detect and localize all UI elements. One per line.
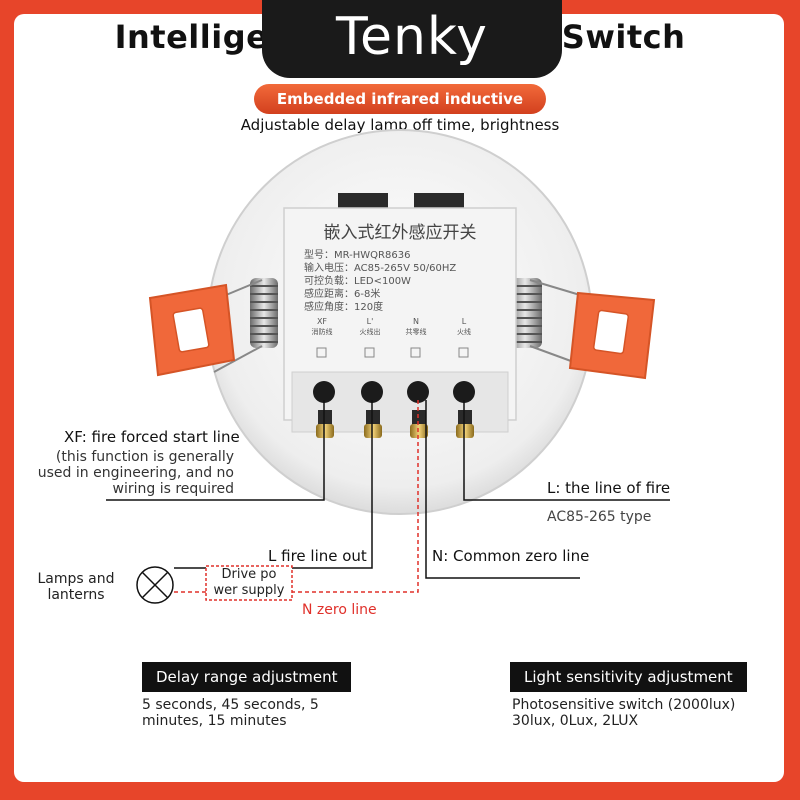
device-label-line: 可控负载：LED<100W	[304, 274, 411, 287]
sensitivity-line: Photosensitive switch (2000lux)	[512, 697, 736, 713]
drive-line: Drive po	[221, 567, 277, 582]
xf-note-line: used in engineering, and no	[37, 465, 234, 481]
lamps-line: lanterns	[47, 587, 105, 603]
l-out-callout: L fire line out	[268, 547, 367, 565]
n-common-callout: N: Common zero line	[432, 547, 590, 565]
device-label-heading: 嵌入式红外感应开关	[324, 223, 477, 243]
lamps-line: Lamps and	[37, 571, 115, 587]
subtitle: Adjustable delay lamp off time, brightne…	[240, 116, 560, 134]
device-label-line: 输入电压：AC85-265V 50/60HZ	[304, 261, 456, 274]
delay-line: 5 seconds, 45 seconds, 5	[142, 697, 319, 713]
delay-line: minutes, 15 minutes	[142, 713, 287, 729]
sensitivity-text: Photosensitive switch (2000lux) 30lux, 0…	[512, 697, 735, 729]
drive-power-supply-label: Drive po wer supply	[207, 567, 291, 599]
terminal-code: L	[462, 317, 467, 326]
brand-logo-tab	[262, 0, 562, 78]
device-label-line: 型号：MR-HWQR8636	[304, 248, 410, 261]
terminal-code: N	[413, 317, 419, 326]
delay-heading: Delay range adjustment	[142, 662, 352, 692]
zero-line-wire	[174, 400, 419, 593]
l-fire-type: AC85-265 type	[547, 509, 652, 525]
drive-line: wer supply	[213, 583, 285, 598]
delay-text: 5 seconds, 45 seconds, 5 minutes, 15 min…	[142, 697, 319, 729]
brand-logo: Tenky	[336, 7, 488, 67]
terminal-name: 消防线	[312, 327, 333, 336]
terminal-holes	[313, 381, 475, 426]
sensitivity-line: 30lux, 0Lux, 2LUX	[512, 713, 639, 729]
terminal-name: 火线	[457, 327, 471, 336]
device-label-line: 感应距离：6-8米	[304, 287, 380, 300]
l-fire-callout: L: the line of fire	[547, 479, 671, 497]
wiring-lines	[106, 400, 670, 579]
brass-screws	[316, 424, 474, 438]
xf-note-line: (this function is generally	[55, 449, 234, 465]
n-zero-label: N zero line	[302, 602, 377, 618]
xf-callout-note: (this function is generally used in engi…	[20, 449, 234, 497]
sensitivity-heading: Light sensitivity adjustment	[510, 662, 747, 692]
spring-left	[250, 278, 278, 348]
terminal-code: L'	[367, 317, 374, 326]
terminal-name: 共零线	[406, 327, 427, 336]
xf-note-line: wiring is required	[112, 481, 235, 497]
lamp-icon	[136, 566, 174, 604]
terminal-name: 火线出	[360, 327, 381, 336]
drive-power-supply-box	[205, 565, 293, 601]
feature-badge: Embedded infrared inductive switch	[254, 84, 546, 138]
terminal-code: XF	[317, 317, 327, 326]
lamps-label: Lamps and lanterns	[20, 571, 132, 603]
device-label-line: 感应角度：120度	[304, 300, 383, 313]
xf-callout-title: XF: fire forced start line	[64, 428, 240, 446]
